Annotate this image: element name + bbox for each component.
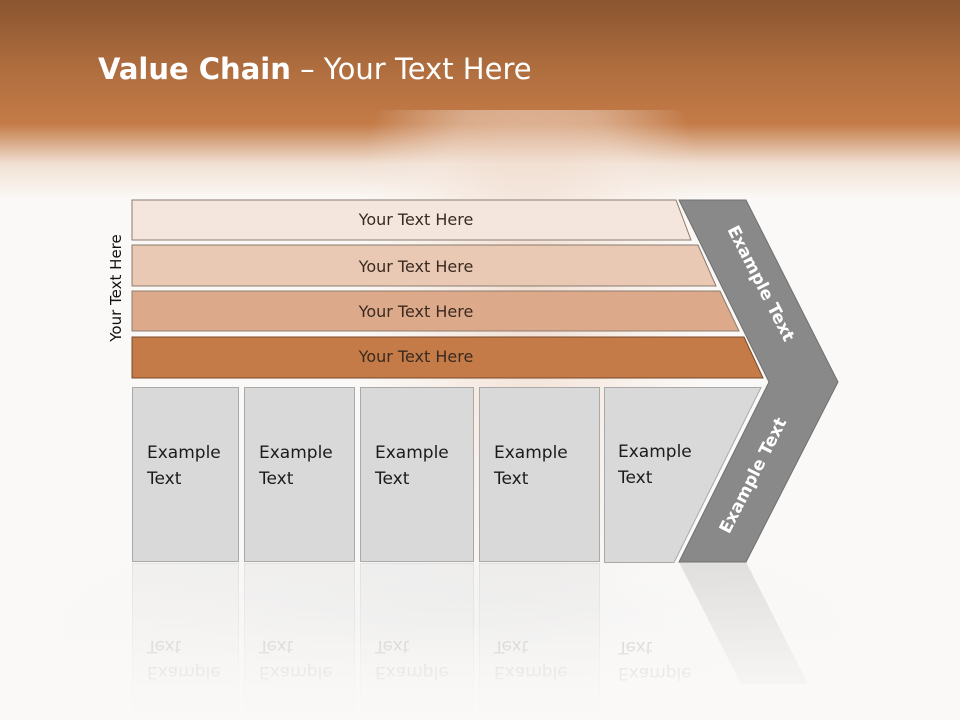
- slide-title: Value Chain – Your Text Here: [98, 52, 532, 86]
- bar-1-shape: [131, 199, 692, 241]
- bar-2: Your Text Here: [131, 244, 717, 287]
- bar-4-shape: [131, 336, 764, 379]
- chevron-reflection-shape: [679, 562, 808, 684]
- bar-4-label: Your Text Here: [358, 347, 474, 366]
- bar-4: Your Text Here: [131, 336, 764, 379]
- bar-3-shape: [131, 290, 740, 332]
- activity-box-5-shape: [604, 387, 762, 563]
- activity-box-5-polygon: [604, 387, 762, 563]
- bar-2-shape: [131, 244, 717, 287]
- slide-title-rest: – Your Text Here: [290, 52, 532, 86]
- bar-1: Your Text Here: [131, 199, 692, 241]
- chevron-arrow: [678, 199, 839, 563]
- slide-title-bold: Value Chain: [98, 52, 291, 86]
- bar-1-label: Your Text Here: [358, 210, 474, 229]
- bar-3-label: Your Text Here: [358, 302, 474, 321]
- chevron-reflection: [679, 562, 808, 684]
- bar-2-label: Your Text Here: [358, 257, 474, 276]
- bar-3: Your Text Here: [131, 290, 740, 332]
